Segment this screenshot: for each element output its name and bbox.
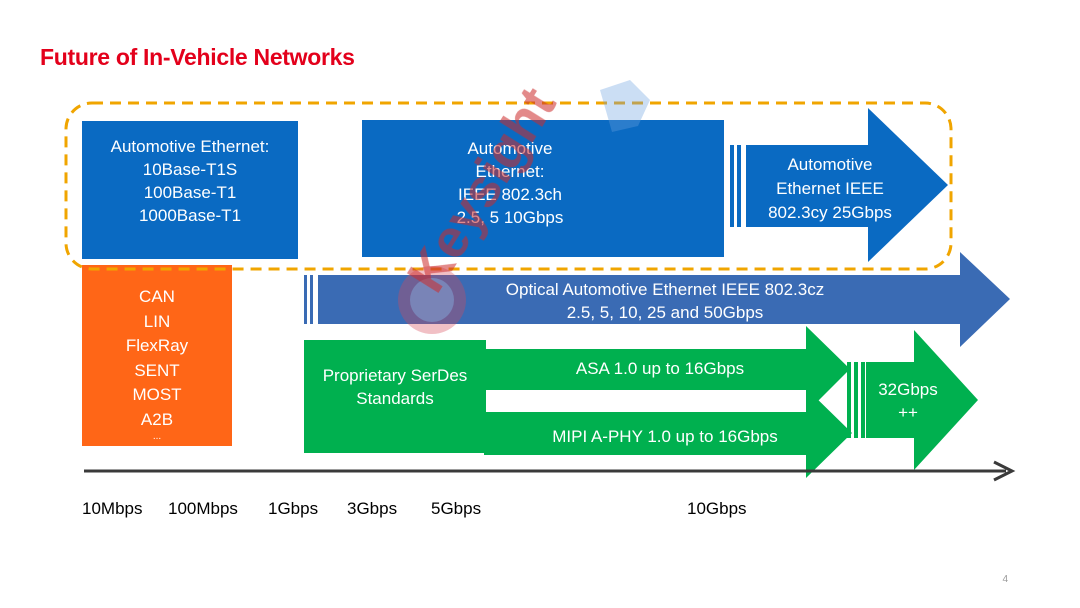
box-line: 2.5, 5, 10, 25 and 50Gbps [566, 303, 764, 322]
ieee-8023ch-box [362, 120, 724, 257]
legacy-networks-box [82, 265, 232, 446]
box-line: LIN [143, 311, 171, 331]
axis-arrowhead-icon [993, 460, 1016, 482]
serdes-box [304, 340, 486, 453]
box-line: FlexRay [125, 336, 189, 355]
box-line: Automotive Ethernet: [110, 137, 270, 156]
connector-stripe [737, 145, 741, 227]
box-line: IEEE 802.3ch [458, 185, 562, 204]
connector-stripe [854, 362, 858, 438]
box-line: 802.3cy 25Gbps [768, 203, 892, 222]
asa-arrow [484, 326, 850, 413]
mipi-text: MIPI A-PHY 1.0 up to 16Gbps [552, 427, 778, 446]
axis-label-10mbps: 10Mbps [82, 499, 143, 518]
box-line: ++ [898, 403, 918, 422]
box-line: 1000Base-T1 [138, 206, 242, 225]
box-line: ... [152, 431, 162, 442]
box-line: A2B [140, 409, 174, 429]
box-line: Ethernet IEEE [776, 179, 884, 198]
axis-label-100mbps: 100Mbps [168, 499, 238, 518]
box-line: Automotive [787, 155, 873, 174]
axis-label-10gbps: 10Gbps [687, 499, 747, 518]
connector-stripe [310, 275, 313, 324]
box-line: 32Gbps [878, 380, 938, 399]
box-line: 2.5, 5 10Gbps [456, 208, 564, 227]
asa-text: ASA 1.0 up to 16Gbps [575, 359, 745, 378]
connector-stripe [730, 145, 734, 227]
box-line: SENT [134, 360, 180, 380]
box-line: CAN [139, 287, 175, 306]
axis-label-3gbps: 3Gbps [347, 499, 398, 518]
box-line: Ethernet: [475, 162, 545, 181]
keysight-logo-watermark [398, 80, 650, 334]
connector-stripe [861, 362, 865, 438]
ieee-8023cy-arrow [746, 108, 948, 262]
box-line: 100Base-T1 [143, 183, 237, 202]
automotive-ethernet-box [82, 121, 298, 259]
ieee-8023ch-text: Automotive Ethernet: IEEE 802.3ch 2.5, 5… [420, 137, 600, 229]
connector-stripe [847, 362, 851, 438]
optical-ethernet-text: Optical Automotive Ethernet IEEE 802.3cz… [400, 278, 930, 324]
axis-label-5gbps: 5Gbps [431, 499, 482, 518]
future-32gbps-arrow [866, 330, 978, 470]
optical-ethernet-arrow [318, 252, 1010, 347]
box-line: Proprietary SerDes [322, 366, 468, 385]
legacy-networks-text: CAN LIN FlexRay SENT MOST A2B ... [82, 285, 232, 442]
automotive-ethernet-outline [64, 101, 953, 271]
box-line: Standards [356, 389, 434, 408]
box-line: 10Base-T1S [142, 160, 238, 179]
axis-label-1gbps: 1Gbps [268, 499, 319, 518]
automotive-ethernet-text: Automotive Ethernet: 10Base-T1S 100Base-… [82, 135, 298, 227]
box-line: Automotive [467, 139, 553, 158]
mipi-arrow [484, 388, 852, 478]
box-line: Optical Automotive Ethernet IEEE 802.3cz [505, 280, 825, 299]
ieee-8023cy-text: Automotive Ethernet IEEE 802.3cy 25Gbps [748, 153, 912, 225]
serdes-text: Proprietary SerDes Standards [300, 364, 490, 410]
slide-title: Future of In-Vehicle Networks [40, 44, 355, 70]
box-line: MOST [132, 385, 182, 404]
connector-stripe [304, 275, 307, 324]
page-number: 4 [1002, 574, 1008, 585]
future-32gbps-text: 32Gbps ++ [862, 378, 954, 424]
